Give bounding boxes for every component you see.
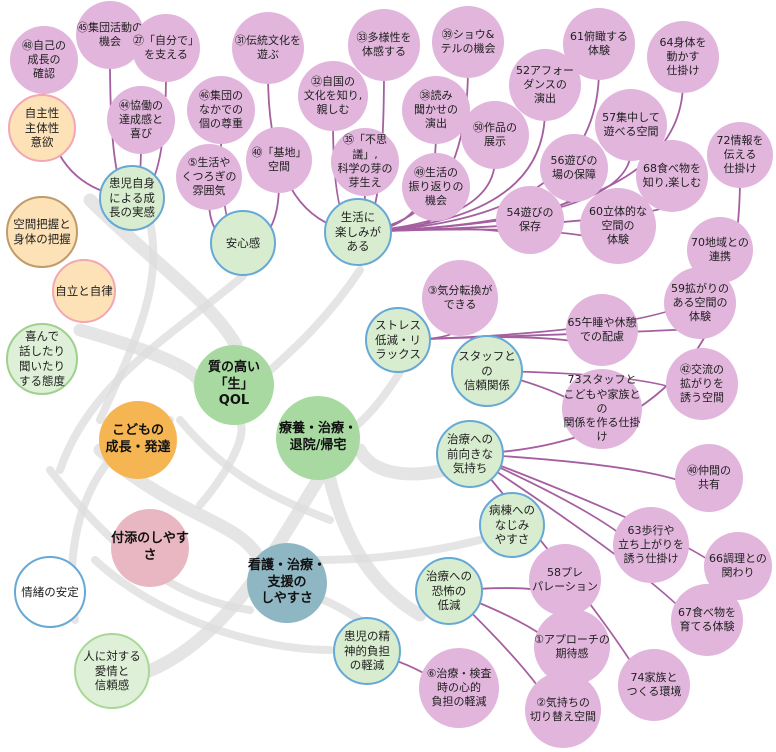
leaf-72: 72情報を 伝える 仕掛け xyxy=(707,122,773,188)
background-flow-line xyxy=(256,266,364,384)
leaf-50: ㊿作品の 展示 xyxy=(461,101,529,169)
hub-familiarity: 病棟への なじみ やすさ xyxy=(479,492,545,558)
hub-stress: ストレス 低減・リ ラックス xyxy=(365,307,431,373)
leaf-60: 60立体的な 空間の 体験 xyxy=(580,188,656,264)
leaf-54: 54遊びの 保存 xyxy=(496,186,564,254)
leaf-33: ㉝多様性を 体感する xyxy=(348,9,420,81)
leaf-42: ㊷交流の 拡がりを 誘う空間 xyxy=(666,348,738,420)
leaf-6: ⑥治療・検査 時の心的 負担の軽減 xyxy=(419,648,499,728)
leaf-65: 65午睡や休憩 での配慮 xyxy=(566,294,638,366)
hub-trust: スタッフとの 信頼関係 xyxy=(451,335,523,407)
leaf-61: 61俯瞰する 体験 xyxy=(563,8,635,80)
leaf-35: ㉟「不思議」, 科学の芽の 芽生え xyxy=(331,128,399,196)
background-flow-line xyxy=(176,416,334,524)
leaf-27: ㉗「自分で」 を支える xyxy=(132,14,200,82)
hub-burden: 患児の精 神的負担 の軽減 xyxy=(333,617,401,685)
hub-fear: 治療への 恐怖の 低減 xyxy=(415,557,483,625)
link-line xyxy=(357,110,546,233)
leaf-49: ㊾生活の 振り返りの 機会 xyxy=(402,153,470,221)
leaf-3: ③気分転換が できる xyxy=(422,260,498,336)
side-autonomy: 自主性 主体性 意欲 xyxy=(8,94,76,162)
leaf-32: ㉜自国の 文化を知り, 親しむ xyxy=(298,61,368,131)
background-flow-line xyxy=(323,473,427,622)
leaf-59: 59拡がりの ある空間の 体験 xyxy=(664,267,736,339)
leaf-39: ㊴ショウ& テルの機会 xyxy=(432,6,504,78)
hub-fun: 生活に 楽しみが ある xyxy=(324,198,392,266)
leaf-74: 74家族と つくる環境 xyxy=(618,649,690,721)
leaf-44: ㊹協働の 達成感と 喜び xyxy=(107,86,175,154)
leaf-48: ㊽自己の 成長の 確認 xyxy=(10,26,78,94)
leaf-40b: ㊵仲間の 共有 xyxy=(675,444,743,512)
leaf-46: ㊻集団の なかでの 個の尊重 xyxy=(187,76,255,144)
hub-positive: 治療への 前向きな 気持ち xyxy=(436,420,504,488)
side-independence: 自立と自律 xyxy=(52,259,116,323)
core-caregiving: 付添のしやすさ xyxy=(111,509,189,587)
core-treatment: 療養・治療・ 退院/帰宅 xyxy=(276,396,360,480)
leaf-31: ㉛伝統文化を 遊ぶ xyxy=(232,12,304,84)
leaf-52: 52アフォー ダンスの 演出 xyxy=(509,49,581,121)
leaf-64: 64身体を 動かす 仕掛け xyxy=(647,21,719,93)
link-line xyxy=(357,228,619,253)
background-flow-line xyxy=(353,443,452,481)
leaf-2: ②気持ちの 切り替え空間 xyxy=(525,672,601,748)
leaf-67: 67食べ物を 育てる体験 xyxy=(671,584,743,656)
leaf-40a: ㊵「基地」 空間 xyxy=(246,127,312,193)
background-flow-line xyxy=(56,272,247,474)
leaf-38: ㊳読み 聞かせの 演出 xyxy=(402,76,470,144)
side-communication: 喜んで 話したり 聞いたり する態度 xyxy=(6,323,78,395)
side-spatial: 空間把握と 身体の把握 xyxy=(6,196,78,268)
leaf-63: 63歩行や 立ち上がりを 誘う仕掛け xyxy=(613,507,689,583)
leaf-45: ㊺集団活動の 機会 xyxy=(76,1,144,69)
leaf-68: 68食べ物を 知り,楽しむ xyxy=(636,140,708,212)
core-growth: こどもの 成長・発達 xyxy=(99,401,177,479)
leaf-56: 56遊びの 場の保障 xyxy=(540,134,608,202)
leaf-73: 73スタッフと こどもや家族との 関係を作る仕掛け xyxy=(562,369,642,449)
side-stability: 情緒の安定 xyxy=(14,556,86,628)
side-trust: 人に対する 愛情と 信頼感 xyxy=(74,633,150,709)
leaf-5: ⑤生活や くつろぎの 雰囲気 xyxy=(176,144,242,210)
hub-growth-feeling: 患児自身 による成 長の実感 xyxy=(99,165,165,231)
hub-security: 安心感 xyxy=(210,210,276,276)
background-flow-line xyxy=(91,556,334,654)
core-nursing: 看護・治療・ 支援の しやすさ xyxy=(247,543,327,623)
core-qol: 質の高い「生」 QOL xyxy=(194,345,274,425)
leaf-58: 58プレ パレーション xyxy=(529,544,601,616)
